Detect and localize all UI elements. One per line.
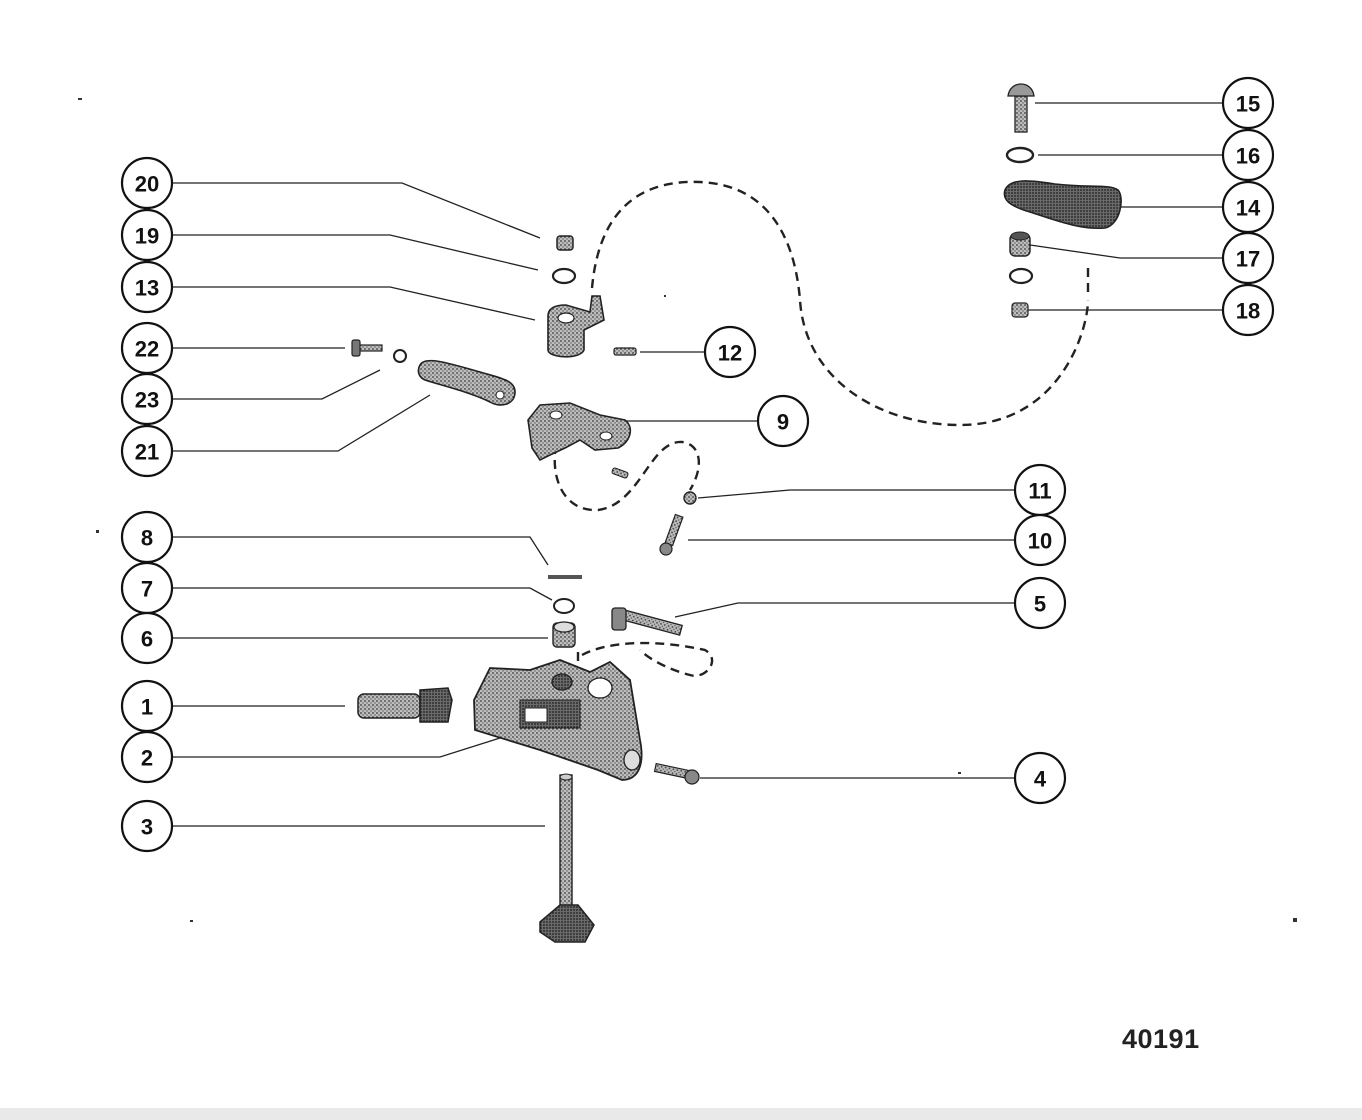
part-19-washer: [551, 267, 577, 285]
callout-label-7: 7: [141, 577, 153, 602]
callout-label-8: 8: [141, 526, 153, 551]
part-3-shaft: [539, 773, 595, 943]
part-21-link: [417, 359, 516, 406]
part-18-nut: [1011, 302, 1029, 318]
part-pin-small: [611, 467, 629, 479]
part-11-nut: [683, 491, 697, 505]
part-13-lever: [547, 295, 605, 358]
part-4-screw: [653, 762, 700, 785]
part-20-nut: [556, 235, 574, 251]
part-16-washer: [1005, 146, 1035, 164]
leader-line-11: [697, 489, 1015, 499]
callout-4: [1013, 751, 1067, 805]
leader-line-13: [172, 286, 536, 321]
callout-label-11: 11: [1028, 479, 1051, 504]
leader-line-21: [172, 394, 431, 452]
callout-label-10: 10: [1028, 529, 1052, 554]
callout-label-5: 5: [1034, 592, 1046, 617]
part-5-bolt: [611, 607, 683, 636]
callout-20: [120, 156, 174, 210]
dashed-assembly-lines: [553, 180, 1090, 677]
part-1-knob: [357, 687, 453, 723]
callout-label-19: 19: [135, 224, 159, 249]
callout-12: [703, 325, 757, 379]
leader-line-7: [172, 587, 553, 601]
leader-line-5: [674, 602, 1015, 618]
callout-23: [120, 372, 174, 426]
leader-line-8: [172, 536, 549, 566]
callout-label-2: 2: [141, 746, 153, 771]
callout-13: [120, 260, 174, 314]
part-2-housing: [473, 659, 643, 781]
leader-line-2: [172, 737, 501, 758]
callout-label-22: 22: [135, 337, 159, 362]
part-7-washer: [553, 598, 575, 614]
callout-label-23: 23: [135, 388, 159, 413]
callout-label-16: 16: [1236, 144, 1260, 169]
callout-3: [120, 799, 174, 853]
leader-line-20: [172, 182, 541, 239]
callout-16: [1221, 128, 1275, 182]
callout-18: [1221, 283, 1275, 337]
part-9-bracket: [527, 402, 632, 462]
callout-9: [756, 394, 810, 448]
callout-label-21: 21: [135, 440, 159, 465]
callout-label-15: 15: [1236, 92, 1260, 117]
callout-label-17: 17: [1236, 247, 1260, 272]
callout-label-3: 3: [141, 815, 153, 840]
callout-label-18: 18: [1236, 299, 1260, 324]
callout-5: [1013, 576, 1067, 630]
part-8-clip: [548, 575, 582, 579]
leader-line-19: [172, 234, 539, 271]
part-12-pin: [613, 347, 637, 356]
callout-label-9: 9: [777, 410, 789, 435]
part-washer-upper: [1008, 267, 1034, 285]
callout-labels: 20 19 13 22 23 21 8 7 6 1 2 3 12 9 11 10…: [135, 92, 1261, 840]
callout-label-4: 4: [1034, 767, 1047, 792]
part-22-screw: [351, 339, 383, 357]
scan-specks: [78, 98, 1297, 922]
callout-2: [120, 730, 174, 784]
part-10-screw: [659, 513, 684, 556]
part-6-bushing: [552, 621, 576, 648]
part-23-washer: [393, 349, 407, 363]
callout-15: [1221, 76, 1275, 130]
part-15-screw: [1007, 83, 1035, 133]
bottom-strip: [0, 1108, 1362, 1120]
callout-label-12: 12: [718, 341, 742, 366]
callout-21: [120, 424, 174, 478]
callout-17: [1221, 231, 1275, 285]
callout-label-1: 1: [141, 695, 153, 720]
leader-line-23: [172, 369, 381, 400]
part-17-grommet: [1009, 231, 1031, 257]
callout-19: [120, 208, 174, 262]
callout-10: [1013, 513, 1067, 567]
dashed-line-9-to-11: [553, 440, 700, 512]
leader-lines: [172, 102, 1222, 827]
callout-label-13: 13: [135, 276, 159, 301]
figure-number: 40191: [1122, 1024, 1200, 1054]
callout-label-20: 20: [135, 172, 159, 197]
leader-line-17: [1029, 244, 1222, 259]
callout-label-6: 6: [141, 627, 153, 652]
callouts: [120, 76, 1275, 853]
callout-label-14: 14: [1236, 196, 1261, 221]
part-14-handle: [1003, 180, 1122, 230]
callout-6: [120, 611, 174, 665]
